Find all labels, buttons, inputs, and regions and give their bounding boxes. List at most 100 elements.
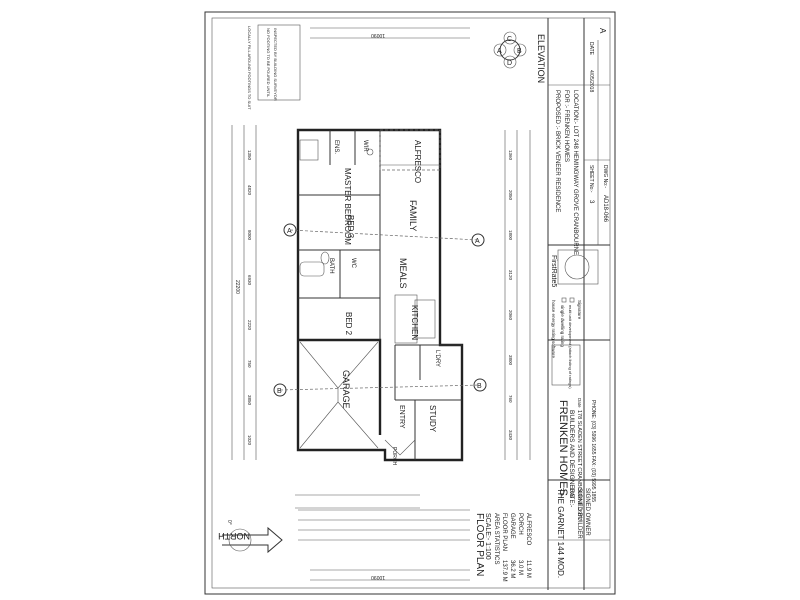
model-name: THE GARNET 144 MOD. xyxy=(556,488,565,578)
room-porch: PORCH xyxy=(391,447,397,465)
firstrate-block: FirstRate5 house energy rating software … xyxy=(550,249,599,408)
floor-plan: MASTER BEDROOM ENS. WIR ALFRESCO BED 3 F… xyxy=(296,128,464,465)
model-block: THE GARNET 144 MOD. DATE:- SIGNED BUILDE… xyxy=(547,480,590,590)
site-notes: LOCALLY FILL AROUND FOOTINGS TO SUIT NO … xyxy=(247,24,301,110)
company-tagline: BUILDERS AND DESIGNERS xyxy=(568,410,575,498)
north-arrow: 0° NORTH xyxy=(218,520,283,554)
room-wir: WIR xyxy=(362,140,368,152)
firstrate-subtitle: house energy rating software xyxy=(551,300,556,359)
date-value: 4/05/2018 xyxy=(588,70,594,92)
company-phone: PHONE: (03) 5996 1655 FAX: (03) 5995 185… xyxy=(590,400,596,502)
plan-scale: SCALE:- 1:100 xyxy=(484,513,491,560)
external-walls xyxy=(296,128,464,462)
section-mark-a-right: A xyxy=(475,238,480,245)
elev-mark-c: C xyxy=(507,36,512,43)
dim-bottom-4: 2060 xyxy=(508,310,513,321)
date-label: DATE xyxy=(588,42,594,56)
model-builder-label: SIGNED BUILDER xyxy=(576,488,582,539)
dim-top-6: 3850 xyxy=(247,395,252,406)
garage-roof-lines xyxy=(299,341,379,449)
dim-top-1: 4820 xyxy=(247,185,252,196)
elev-mark-a: A xyxy=(497,48,502,55)
room-wc: WC xyxy=(350,258,356,269)
dim-bottom-5: 3800 xyxy=(508,355,513,366)
area-statistics: FLOOR PLAN SCALE:- 1:100 AREA STATISTICS… xyxy=(474,513,531,582)
note-1: LOCALLY FILL AROUND FOOTINGS TO SUIT xyxy=(247,26,252,110)
stats-floor-label: FLOOR PLAN xyxy=(501,513,507,551)
dim-top-3: 6930 xyxy=(247,275,252,286)
dwg-value: AD18-066 xyxy=(602,195,608,223)
note-3: INSPECTED BY BUILDING SURVEYOR xyxy=(273,28,278,101)
dim-bottom-7: 3430 xyxy=(508,430,513,441)
firstrate-signature: Signature xyxy=(577,300,582,320)
proposed-text: PROPOSED :- BRICK VENEER RESIDENCE xyxy=(554,90,560,212)
top-total-dim: 10090 xyxy=(371,32,385,38)
dim-bottom-3: 3120 xyxy=(508,270,513,281)
elevation-label: ELEVATION xyxy=(536,34,546,83)
firstrate-date: Date xyxy=(577,398,582,408)
dim-top-2: 8000 xyxy=(247,230,252,241)
overall-dim: 22200 xyxy=(234,280,240,294)
room-garage: GARAGE xyxy=(341,370,351,409)
room-bed3: BED 3 xyxy=(346,215,355,239)
stats-floor-value: 137.9 M xyxy=(501,560,507,582)
elev-mark-b: B xyxy=(517,48,522,55)
room-bed2: BED 2 xyxy=(344,312,353,336)
model-owner-label: SIGNED OWNER xyxy=(584,488,590,536)
elevation-compass: A B C D xyxy=(493,31,527,69)
drawing-letter: A xyxy=(598,28,607,34)
dim-bottom-6: 760 xyxy=(508,395,513,403)
dim-top-4: 2220 xyxy=(247,320,252,331)
room-master: MASTER BEDROOM xyxy=(343,168,352,245)
dwg-label: DWG No:- xyxy=(602,165,608,188)
room-bath: BATH xyxy=(328,258,334,274)
bath-fixture xyxy=(299,261,325,277)
shower-fixture xyxy=(299,139,319,161)
sheet-value: 3 xyxy=(588,200,594,204)
section-mark-b-right: B xyxy=(477,383,482,390)
room-meals: MEALS xyxy=(398,258,408,289)
svg-text:0°: 0° xyxy=(226,520,232,525)
sheet-outer-border xyxy=(204,11,616,595)
company-address: 178 SLADEN STREET CRANBOURNE 3977 xyxy=(576,410,582,520)
room-kitchen: KITCHEN xyxy=(410,305,419,340)
note-2: NO FOOTING TO BE POURED UNTIL xyxy=(266,28,271,98)
room-entry: ENTRY xyxy=(398,405,405,429)
title-strip: A B C D ELEVATION PROPOSED :- BRICK VENE… xyxy=(493,18,610,590)
firstrate-line1: single dwelling rating xyxy=(560,305,565,347)
plan-title: FLOOR PLAN xyxy=(474,513,485,576)
room-family: FAMILY xyxy=(408,200,418,231)
room-alfresco: ALFRESCO xyxy=(413,140,422,183)
dim-top-0: 1350 xyxy=(247,150,252,161)
dimension-lines: 22200 10090 10090 1350 4820 8000 6930 22… xyxy=(231,27,531,581)
section-mark-a-left: A xyxy=(287,228,292,235)
elev-mark-d: D xyxy=(507,60,512,67)
stats-alfresco-label: ALFRESCO xyxy=(525,513,531,546)
stats-alfresco-value: 11.9 M xyxy=(525,560,531,578)
company-name: FRENKEN HOMES xyxy=(557,400,569,496)
stats-porch-label: PORCH xyxy=(517,513,523,535)
dim-bottom-2: 1800 xyxy=(508,230,513,241)
stats-porch-value: 3.0 M xyxy=(517,560,523,575)
stats-garage-label: GARAGE xyxy=(509,513,515,539)
kitchen-bench xyxy=(394,294,418,344)
lower-dimension-grid xyxy=(298,509,470,541)
for-text: FOR :- FRENKEN HOMES xyxy=(563,90,569,162)
dim-bottom-0: 1360 xyxy=(508,150,513,161)
north-label: NORTH xyxy=(218,531,250,541)
room-ens: ENS. xyxy=(333,140,339,154)
sheet-label: SHEET No:- xyxy=(588,165,594,193)
section-mark-b-left: B xyxy=(277,388,282,395)
stats-garage-value: 36.2 M xyxy=(509,560,515,578)
dim-top-7: 1020 xyxy=(247,435,252,446)
dim-top-5: 750 xyxy=(247,360,252,368)
room-ldry: L'DRY xyxy=(434,350,440,367)
location-text: LOCATION:- LOT 248 HEMINGWAY GROVE CRANB… xyxy=(572,90,578,255)
toilet-fixture xyxy=(320,251,330,265)
alfresco-outline xyxy=(379,129,441,171)
dim-bottom-1: 2050 xyxy=(508,190,513,201)
stats-title: AREA STATISTICS xyxy=(493,513,499,564)
bottom-total-dim: 10090 xyxy=(371,574,385,580)
sheet-inner-border xyxy=(211,17,611,589)
